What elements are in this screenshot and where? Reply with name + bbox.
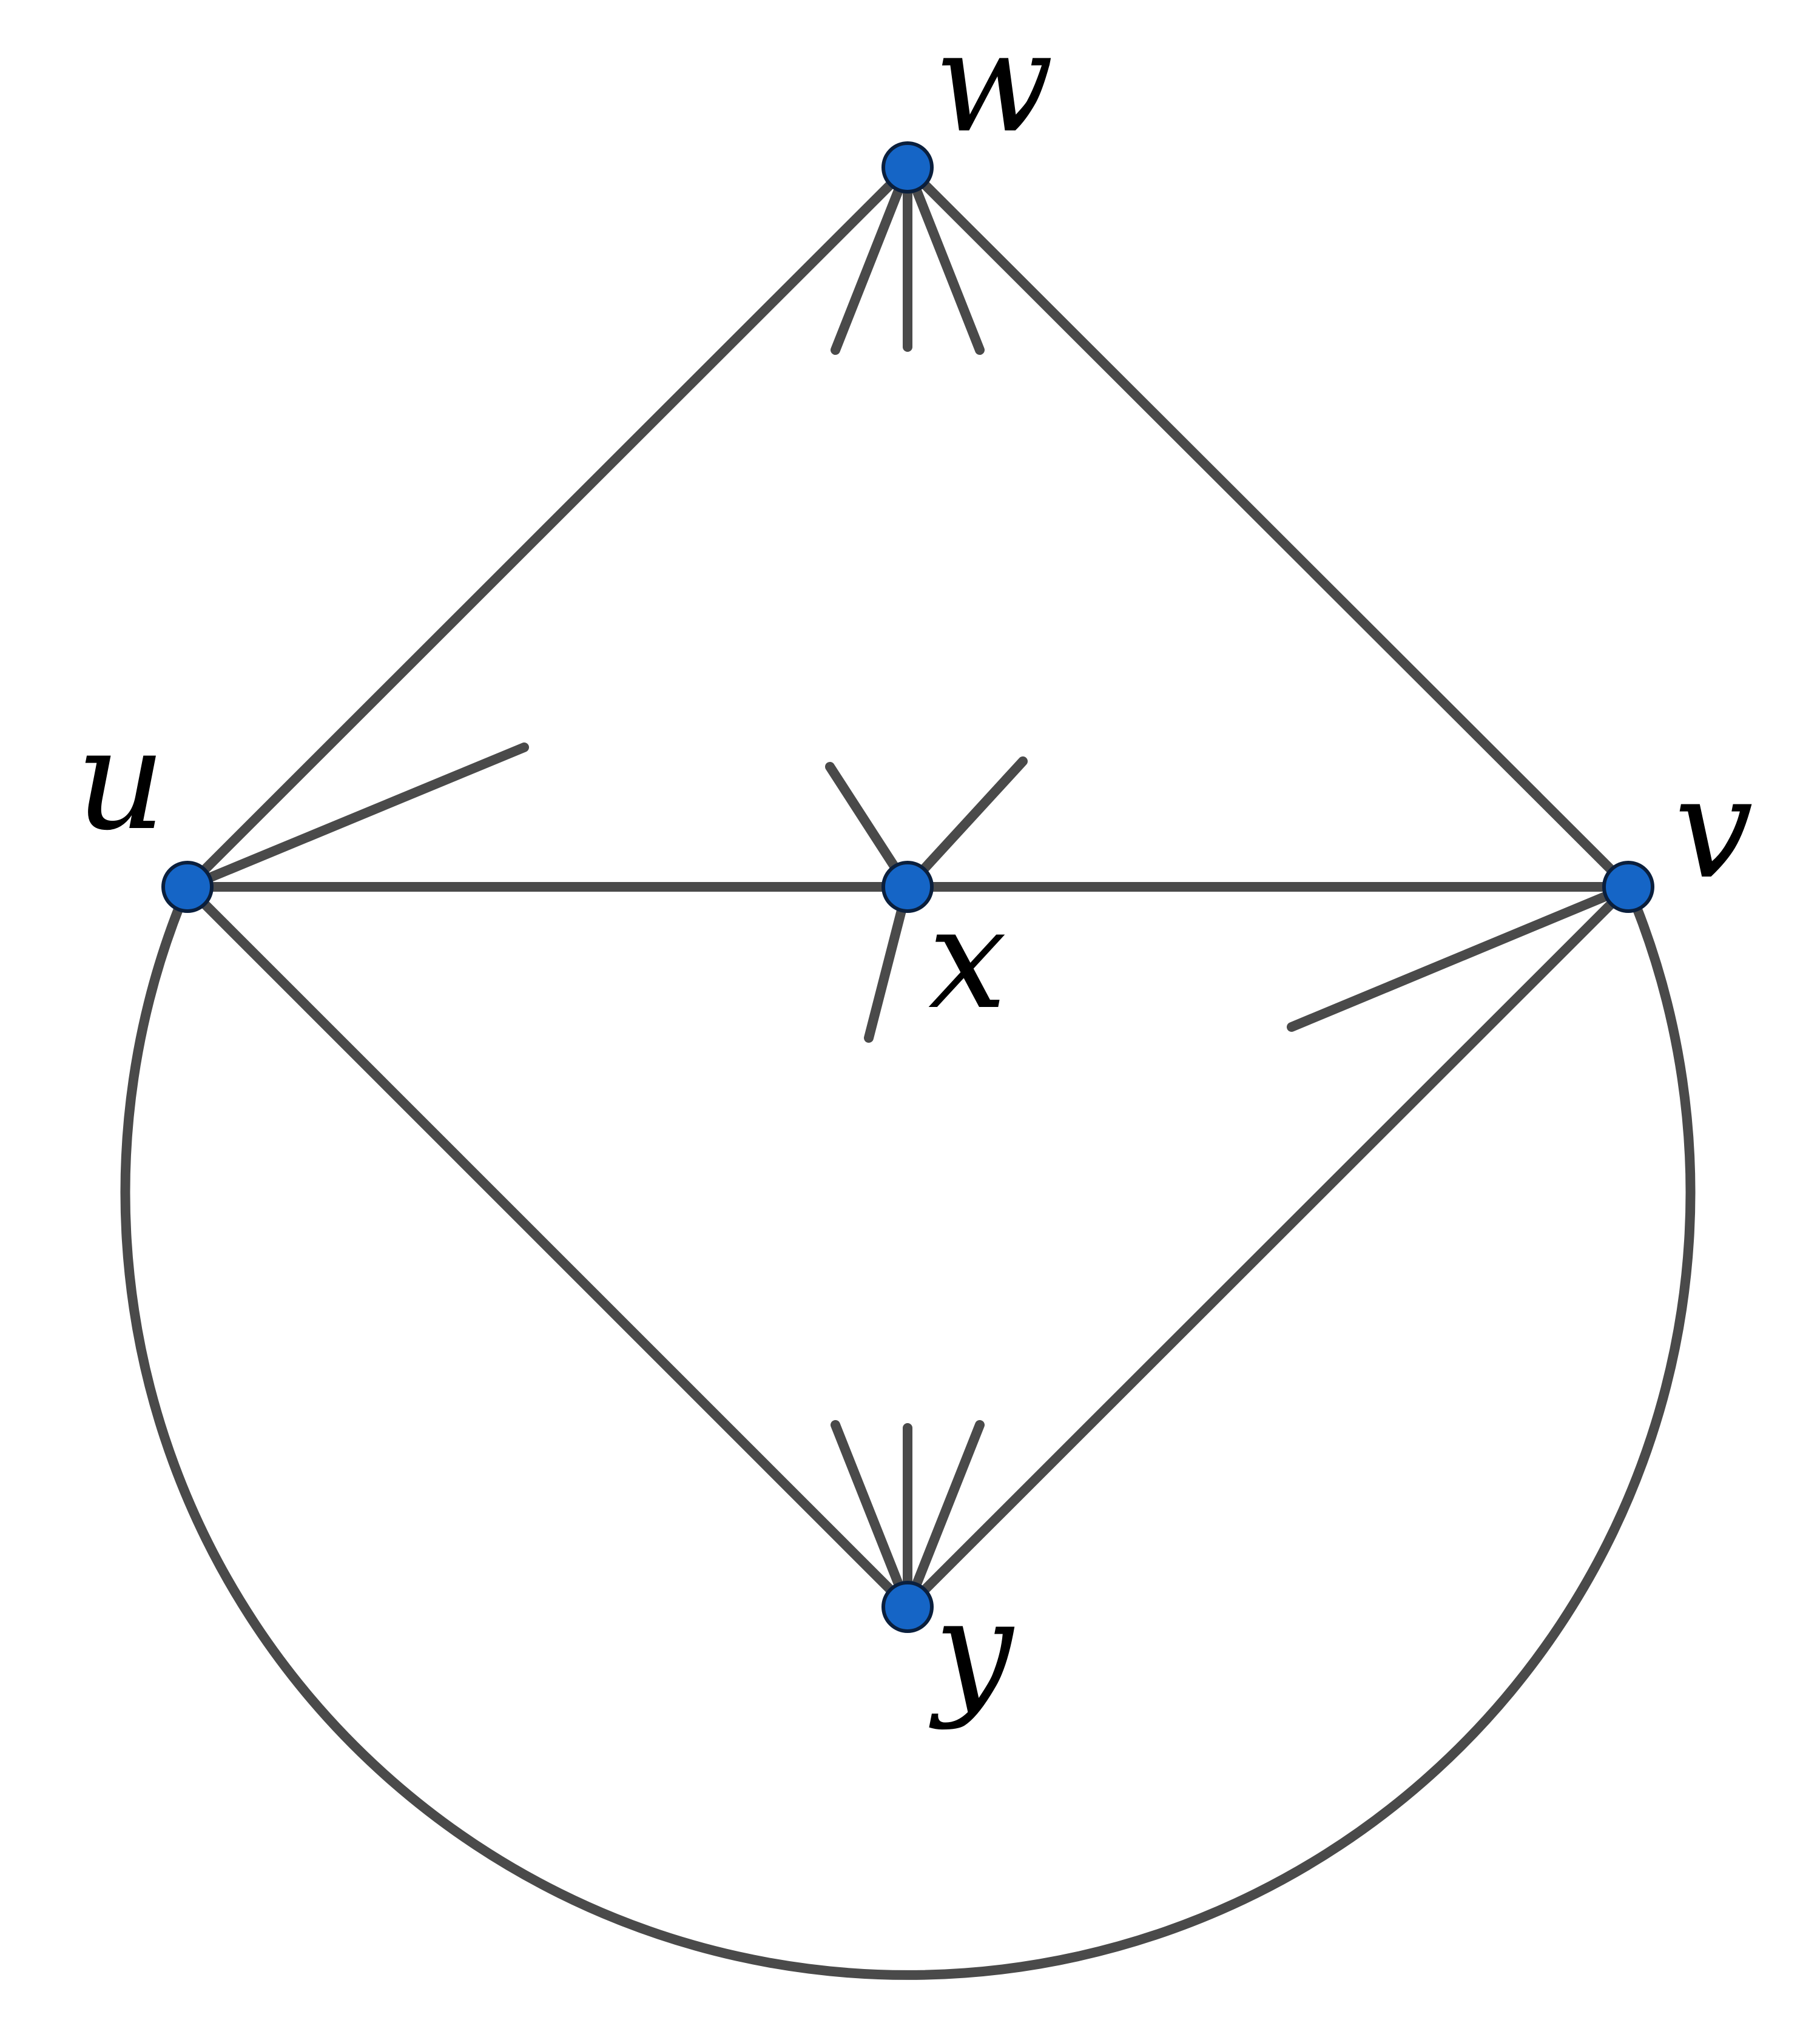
vertex-label-u: u bbox=[76, 699, 166, 861]
edge-y-v bbox=[903, 882, 1633, 1612]
edges-layer bbox=[120, 163, 1696, 1980]
vertex-label-v: v bbox=[1674, 748, 1753, 910]
nodes-layer bbox=[161, 141, 1654, 1633]
half-edge-u-1 bbox=[183, 742, 529, 892]
vertex-x bbox=[881, 861, 934, 913]
edge-u-v-outer-arc bbox=[120, 882, 1696, 1980]
labels-layer: w u v x y bbox=[76, 2, 1753, 1732]
vertex-v bbox=[1602, 861, 1654, 913]
edge-u-y bbox=[183, 882, 912, 1612]
vertex-label-y: y bbox=[929, 1570, 1015, 1732]
half-edge-w-1 bbox=[831, 163, 912, 355]
edge-w-v bbox=[903, 163, 1633, 892]
vertex-y bbox=[881, 1581, 934, 1633]
vertex-w bbox=[881, 141, 934, 194]
vertex-u bbox=[161, 861, 214, 913]
half-edge-x-2 bbox=[903, 756, 1028, 892]
half-edge-y-3 bbox=[903, 1420, 985, 1612]
vertex-label-w: w bbox=[934, 2, 1054, 164]
edge-u-w bbox=[183, 163, 912, 892]
vertex-label-x: x bbox=[928, 878, 1007, 1040]
half-edge-v-1 bbox=[1287, 882, 1633, 1032]
half-edge-w-3 bbox=[903, 163, 985, 355]
half-edge-y-1 bbox=[831, 1420, 912, 1612]
